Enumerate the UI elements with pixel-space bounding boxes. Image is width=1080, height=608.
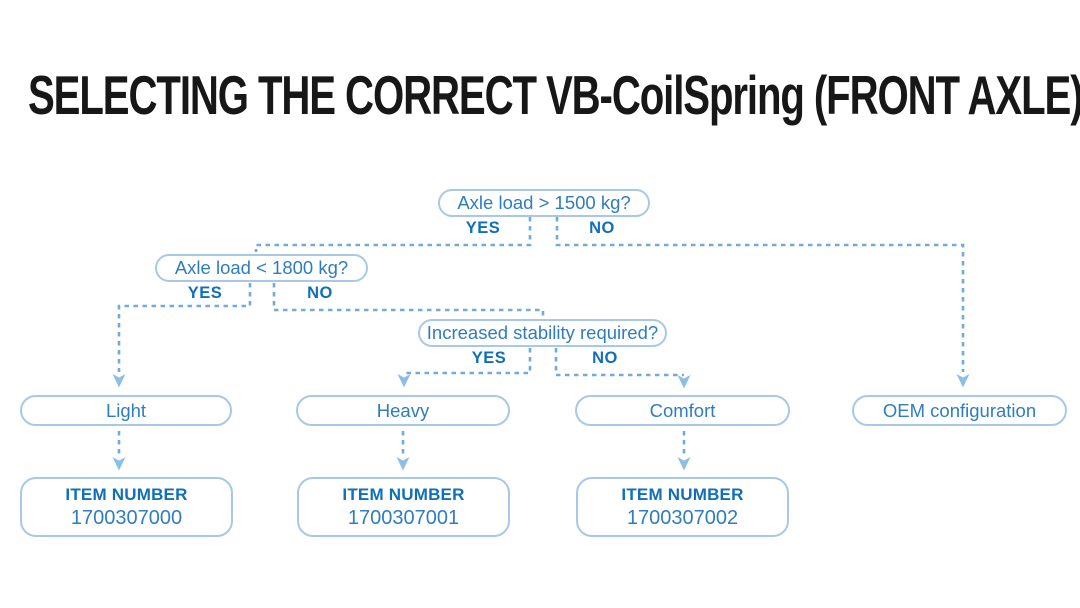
decision-question: Axle load < 1800 kg? (174, 257, 349, 278)
item-number-box-light: ITEM NUMBER 1700307000 (20, 477, 233, 537)
item-number-heading: ITEM NUMBER (342, 484, 465, 504)
outcome-label: Light (105, 399, 147, 421)
outcome-label: Heavy (376, 399, 430, 421)
branch-label-no: NO (589, 219, 615, 237)
arrow-down-icon (112, 457, 126, 471)
decision-axle-load-1800: Axle load < 1800 kg? (155, 254, 368, 282)
item-number-value: 1700307001 (347, 506, 460, 529)
arrow-down-icon (396, 457, 410, 471)
branch-label-yes: YES (471, 349, 507, 367)
decision-increased-stability: Increased stability required? (418, 319, 667, 347)
arrow-down-icon (956, 374, 970, 388)
outcome-label: OEM configuration (882, 399, 1037, 421)
item-number-box-comfort: ITEM NUMBER 1700307002 (576, 477, 789, 537)
decision-question: Increased stability required? (426, 322, 659, 343)
page-title: SELECTING THE CORRECT VB-CoilSpring (FRO… (28, 64, 1080, 126)
branch-label-no: NO (592, 349, 618, 367)
arrow-down-icon (112, 374, 126, 388)
outcome-light: Light (20, 395, 232, 426)
item-number-heading: ITEM NUMBER (65, 484, 188, 504)
decision-question: Axle load > 1500 kg? (457, 192, 631, 213)
item-number-value: 1700307002 (626, 506, 739, 529)
item-number-value: 1700307000 (70, 506, 183, 529)
decision-axle-load-1500: Axle load > 1500 kg? (438, 189, 650, 217)
arrow-down-icon (397, 374, 411, 388)
branch-label-yes: YES (187, 284, 223, 302)
arrow-down-icon (677, 457, 691, 471)
outcome-comfort: Comfort (575, 395, 790, 426)
outcome-label: Comfort (649, 399, 716, 421)
branch-label-yes: YES (465, 219, 501, 237)
branch-label-no: NO (307, 284, 333, 302)
item-number-box-heavy: ITEM NUMBER 1700307001 (297, 477, 510, 537)
item-number-heading: ITEM NUMBER (621, 484, 744, 504)
outcome-heavy: Heavy (296, 395, 510, 426)
arrow-down-icon (677, 375, 691, 389)
outcome-oem-configuration: OEM configuration (852, 395, 1067, 426)
